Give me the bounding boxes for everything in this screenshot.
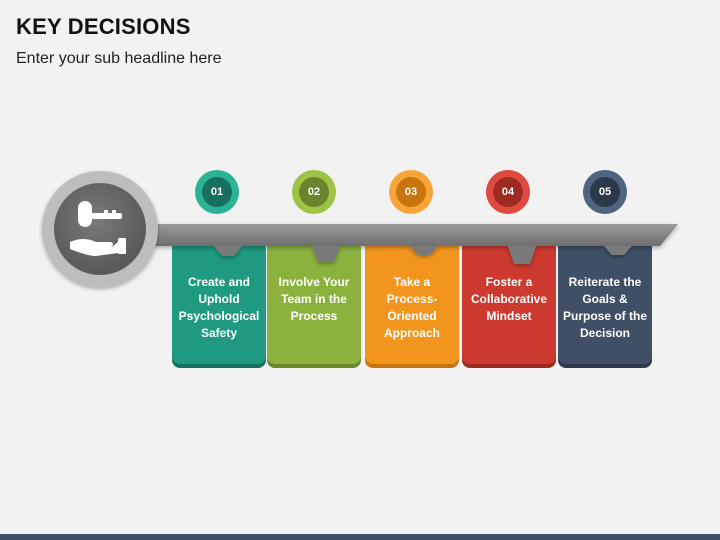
step-badge-inner — [396, 177, 426, 207]
step-badge-inner — [590, 177, 620, 207]
page-subtitle: Enter your sub headline here — [16, 50, 222, 67]
step-label: Involve Your Team in the Process — [278, 275, 350, 323]
step-badge-inner — [299, 177, 329, 207]
hand-holding-key-icon — [70, 201, 126, 256]
key-shaft — [150, 224, 678, 264]
step-card — [172, 240, 266, 364]
step-number: 05 — [598, 186, 612, 198]
step-number: 01 — [210, 186, 224, 198]
step-number: 03 — [404, 186, 418, 198]
step-card — [267, 240, 361, 364]
key-head — [42, 171, 158, 287]
page-title: KEY DECISIONS — [16, 14, 191, 39]
step-badge-inner — [493, 177, 523, 207]
step-card — [462, 240, 556, 364]
step-badge-inner — [202, 177, 232, 207]
step-label: Take a Process-Oriented Approach — [383, 275, 440, 340]
step-number: 04 — [501, 186, 515, 198]
step-number: 02 — [307, 186, 321, 198]
bottom-accent-bar — [0, 534, 720, 540]
step-label: Foster a Collaborative Mindset — [470, 275, 548, 323]
step-label: Reiterate the Goals & Purpose of the Dec… — [562, 275, 647, 340]
step-card — [558, 240, 652, 364]
step-card — [365, 240, 459, 364]
step-label: Create and Uphold Psychological Safety — [178, 275, 260, 340]
